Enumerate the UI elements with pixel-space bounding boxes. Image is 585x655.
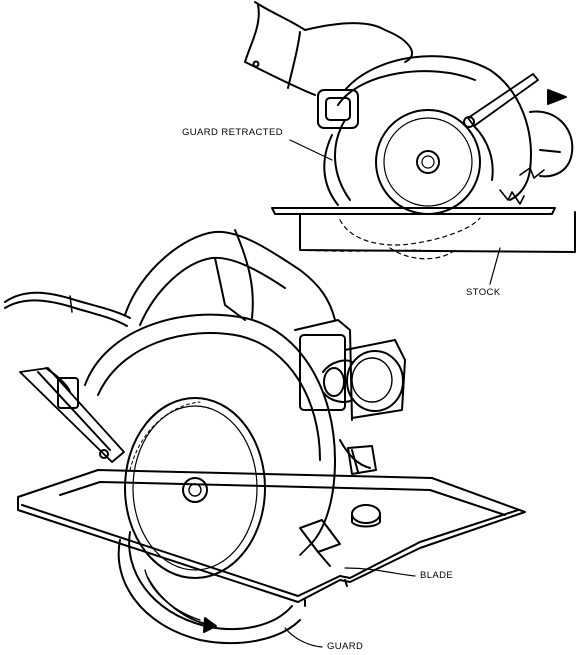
motor-housing (294, 319, 406, 469)
power-cord (4, 291, 131, 327)
label-guard-retracted: GUARD RETRACTED (182, 127, 284, 138)
upper-blade-guard (84, 313, 336, 546)
inset-arbor-nut (416, 150, 440, 174)
depth-adjust-knob (322, 350, 404, 412)
inset-upper-guard (344, 55, 532, 201)
guard-retract-lever (19, 367, 125, 463)
inset-base-plate (271, 207, 556, 215)
leader-guard (284, 627, 323, 648)
inset-direction-arrow-icon (547, 89, 567, 105)
main-saw (4, 229, 526, 648)
inset-front-knob (529, 110, 574, 178)
base-plate (17, 469, 526, 607)
operator-hand (244, 1, 413, 96)
inset-stock-board (299, 211, 576, 260)
label-stock: STOCK (466, 287, 501, 298)
leader-guard-retracted (289, 139, 333, 161)
leader-stock (489, 247, 501, 285)
blade-alignment-tab (299, 519, 341, 553)
arbor-nut (182, 477, 208, 503)
bevel-lock-knob (347, 445, 377, 475)
inset-handle (317, 89, 359, 129)
leader-blade (344, 567, 416, 577)
label-guard: GUARD (327, 641, 364, 652)
front-bolt (351, 504, 381, 528)
label-blade: BLADE (420, 570, 454, 581)
inset-saw-cutting (244, 1, 576, 285)
inset-guard-retracted (334, 119, 351, 201)
rear-handle (124, 229, 336, 326)
rotation-arrow-icon (147, 577, 217, 633)
main-blade (124, 397, 266, 579)
inset-guard-lever (463, 73, 539, 181)
